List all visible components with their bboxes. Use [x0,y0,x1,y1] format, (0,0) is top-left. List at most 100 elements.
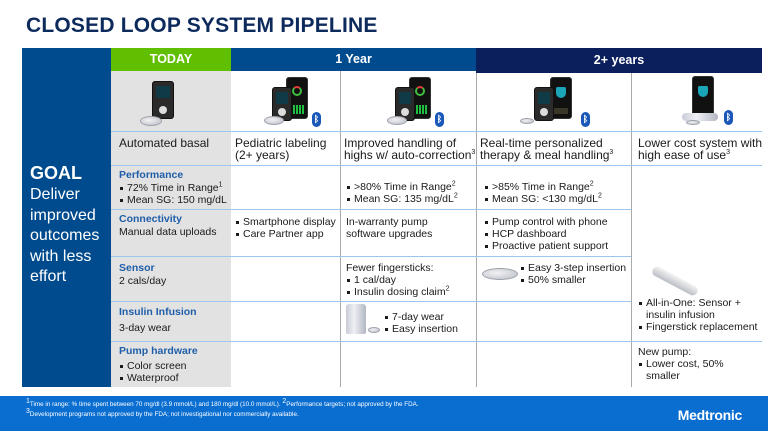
today-performance: Performance 72% Time in Range1 Mean SG: … [119,169,227,206]
footnote-ref: 3 [726,148,730,156]
list-item: Mean SG: 135 mg/dL2 [346,193,458,205]
sensor-text: 2 cals/day [119,275,167,287]
today-connectivity: Connectivity Manual data uploads [119,213,217,238]
infusion-set-image [346,304,366,334]
today-column-bg [111,71,231,387]
feature-text: Real-time personalized therapy & meal ha… [480,136,610,162]
list-item: Pump control with phone [484,216,608,228]
today-device-image [140,78,200,128]
row-label-insulin-infusion: Insulin Infusion [119,306,197,318]
row-divider [111,256,631,257]
pump-icon [152,81,174,119]
list-item: Waterproof [119,372,198,384]
list-item: Smartphone display [235,216,336,228]
all-in-one-device-image [650,264,700,298]
list-item: >80% Time in Range2 [346,181,458,193]
connectivity-text: Manual data uploads [119,226,217,238]
insulin-text: 3-day wear [119,322,171,334]
list-item: >85% Time in Range2 [484,181,602,193]
autocorrection-feature: Improved handling of highs w/ auto-corre… [344,136,479,162]
list-item: 1 cal/day [346,274,450,286]
list-item: 7-day wear [384,311,458,323]
pump-icon [534,87,554,121]
row-label-pump-hardware: Pump hardware [119,345,198,357]
personalized-performance: >85% Time in Range2 Mean SG: <130 mg/dL2 [484,181,602,205]
list-item: 50% smaller [520,274,626,286]
list-item: Mean SG: 150 mg/dL [119,194,227,206]
list-item: Mean SG: <130 mg/dL2 [484,193,602,205]
header-1-year: 1 Year [231,48,476,71]
infusion-site-icon [368,327,380,333]
pediatric-feature: Pediatric labeling (2+ years) [235,136,327,162]
footnote-2: Performance targets; not approved by the… [286,401,419,408]
today-pump: Pump hardware Color screen Waterproof [119,345,198,384]
row-label-sensor: Sensor [119,262,155,274]
autocorrection-device-image: ᛒ [385,74,455,130]
personalized-connectivity: Pump control with phone HCP dashboard Pr… [484,216,608,252]
autocorrection-sensor: Fewer fingersticks: 1 cal/day Insulin do… [346,262,450,298]
goal-panel: GOAL Deliver improved outcomes with less… [22,48,111,387]
row-divider [111,341,762,342]
medtronic-logo: Medtronic [677,407,743,423]
sensor-icon [686,120,700,125]
goal-text: Deliver improved outcomes with less effo… [30,186,100,285]
row-divider [111,131,762,132]
row-divider [111,301,631,302]
bluetooth-icon: ᛒ [724,110,733,125]
divider [631,73,632,387]
lowcost-pump: New pump: Lower cost, 50% smaller [638,346,758,382]
autocorrection-insulin: 7-day wear Easy insertion [384,311,458,335]
bluetooth-icon: ᛒ [435,112,444,127]
list-item: Insulin dosing claim2 [346,286,450,298]
today-sensor: Sensor 2 cals/day [119,262,166,287]
list-item: HCP dashboard [484,228,608,240]
lowcost-aio: All-in-One: Sensor + insulin infusion Fi… [638,297,766,333]
sensor-icon [140,116,162,126]
personalized-device-image: ᛒ [516,74,596,130]
list-item: Proactive patient support [484,240,608,252]
footnote-ref: 3 [471,148,476,156]
bluetooth-icon: ᛒ [581,112,590,127]
lowcost-device-image: ᛒ [670,76,750,130]
feature-text: Improved handling of highs w/ auto-corre… [344,136,472,162]
autocorrection-performance: >80% Time in Range2 Mean SG: 135 mg/dL2 [346,181,458,205]
row-label-performance: Performance [119,169,184,181]
list-item: All-in-One: Sensor + insulin infusion [638,297,766,321]
sensor-icon [520,118,534,124]
list-item: Easy insertion [384,323,458,335]
sensor-icon [264,116,284,125]
phone-icon [692,76,714,118]
sensor-intro: Fewer fingersticks: [346,262,434,274]
footnote-3: Development programs not approved by the… [29,410,299,418]
pediatric-connectivity: Smartphone display Care Partner app [235,216,336,240]
row-label-connectivity: Connectivity [119,213,183,225]
sensor-icon [387,116,407,125]
list-item: 72% Time in Range1 [119,182,227,194]
divider [340,71,341,387]
personalized-sensor: Easy 3-step insertion 50% smaller [520,262,626,286]
page-title: CLOSED LOOP SYSTEM PIPELINE [26,14,378,37]
today-insulin: Insulin Infusion 3-day wear [119,306,197,334]
pump-icon [395,87,415,121]
lowcost-feature: Lower cost system with high ease of use3 [638,137,766,161]
header-2-plus-years: 2+ years [476,48,762,73]
bluetooth-icon: ᛒ [312,112,321,127]
list-item: Care Partner app [235,228,336,240]
header-today: TODAY [111,48,231,71]
row-divider [111,209,631,210]
list-item: Color screen [119,360,198,372]
personalized-feature: Real-time personalized therapy & meal ha… [480,136,630,162]
autocorrection-connectivity: In-warranty pump software upgrades [346,216,433,240]
footnote-ref: 3 [609,148,614,156]
today-feature: Automated basal [119,136,210,150]
row-divider [111,165,762,166]
list-item: Easy 3-step insertion [520,262,626,274]
footnote-1: Time in range: % time spent between 70 m… [29,401,281,408]
small-sensor-image [482,268,518,280]
pump-icon [682,113,718,121]
list-item: Fingerstick replacement [638,321,766,333]
divider [476,73,477,387]
list-item: Lower cost, 50% smaller [638,358,758,382]
pump-intro: New pump: [638,346,692,358]
goal-heading: GOAL [30,163,82,183]
